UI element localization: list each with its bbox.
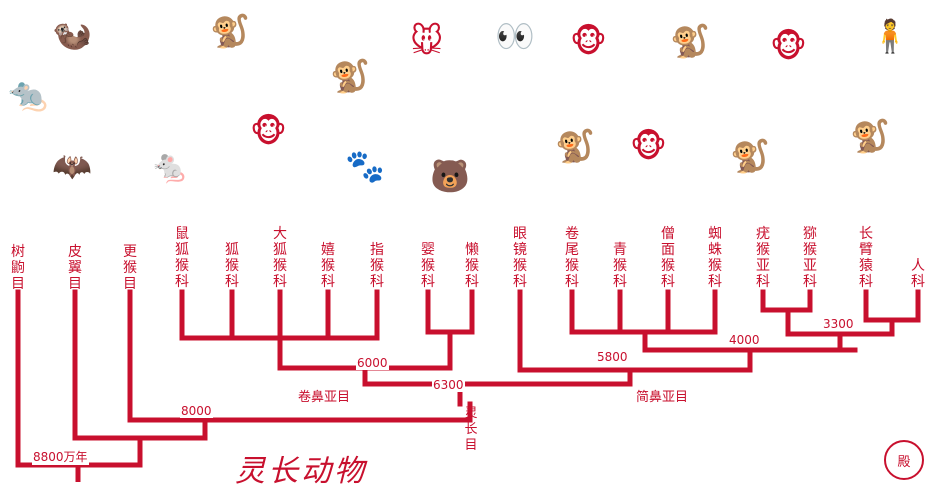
branch-new-world (569, 289, 718, 353)
age-label-6000: 6000 (356, 356, 389, 370)
taxon-label-colobus: 疣猴亚科 (756, 226, 770, 290)
taxon-label-mouse-lemur: 鼠狐猴科 (175, 226, 189, 290)
taxon-label-sportive-lemur: 嬉猴科 (321, 242, 335, 290)
taxon-label-galago: 婴猴科 (421, 242, 435, 290)
branch-primates (362, 365, 633, 387)
aye-aye-icon: 🐾 (345, 147, 385, 185)
branch-haplorhini (517, 289, 753, 373)
branch-apes (863, 289, 921, 337)
diagram-title: 灵长动物 (235, 454, 367, 489)
age-label-6300: 6300 (432, 378, 465, 392)
clade-label-strepsirrhini: 卷鼻亚目 (298, 390, 351, 405)
clade-label-haplorhini: 简鼻亚目 (636, 390, 689, 405)
taxon-label-spider-monkey: 蜘蛛猴科 (708, 226, 722, 290)
colugo-icon: 🦇 (52, 147, 92, 185)
treeshrew-icon: 🐀 (8, 75, 48, 113)
taxon-label-macaque: 猕猴亚科 (803, 226, 817, 290)
branch-strepsirrhini (277, 335, 453, 371)
age-label-8000: 8000 (180, 404, 213, 418)
taxon-label-human: 人科 (911, 258, 925, 290)
indri-icon: 🐵 (250, 112, 287, 150)
taxon-label-gibbon: 长臂猿科 (859, 226, 873, 290)
taxon-label-tarsier: 眼镜猴科 (513, 226, 527, 290)
saki-icon: 🐵 (630, 127, 667, 165)
taxon-label-loris: 懒猴科 (465, 242, 479, 290)
branch-euprimates (127, 289, 473, 423)
mouse-lemur-icon: 🐁 (150, 147, 190, 185)
taxon-label-saki: 僧面猴科 (661, 226, 675, 290)
clade-label-primates: 灵长目 (464, 406, 478, 453)
taxon-label-aye-aye: 指猴科 (370, 242, 384, 290)
branch-lorisoids (425, 289, 475, 371)
capuchin-icon: 🐒 (555, 127, 595, 165)
plesiadapis-icon: 🦦 (52, 15, 92, 53)
taxon-label-indri: 大狐猴科 (273, 226, 287, 290)
age-label-4000: 4000 (728, 333, 761, 347)
taxon-label-plesiadapis: 更猴目 (123, 244, 137, 292)
branch-old-world-monkeys (760, 289, 813, 337)
ring-tailed-lemur-icon: 🐒 (210, 12, 250, 50)
age-label-3300: 3300 (822, 317, 855, 331)
gibbon-icon: 🐒 (850, 117, 890, 155)
sportive-lemur-icon: 🐒 (330, 57, 370, 95)
taxon-label-treeshrew: 树鼩目 (11, 244, 25, 292)
seal-stamp: 殿 (884, 440, 924, 480)
tarsier-icon: 👀 (495, 17, 535, 55)
age-label-root: 8800万年 (32, 448, 89, 465)
branch-lemuroids (179, 289, 380, 341)
macaque-icon: 🐵 (770, 27, 807, 65)
branch-catarrhini (785, 331, 895, 353)
galago-icon: 🐭 (410, 22, 444, 60)
human-icon: 🧍 (870, 17, 910, 55)
taxon-label-night-monkey: 青猴科 (613, 242, 627, 290)
taxon-label-lemur: 狐猴科 (225, 242, 239, 290)
night-monkey-icon: 🐵 (570, 22, 607, 60)
colobus-icon: 🐒 (730, 137, 770, 175)
taxon-label-capuchin: 卷尾猴科 (565, 226, 579, 290)
age-label-5800: 5800 (596, 350, 629, 364)
spider-monkey-icon: 🐒 (670, 22, 710, 60)
slow-loris-icon: 🐻 (430, 157, 470, 195)
taxon-label-colugo: 皮翼目 (68, 244, 82, 292)
